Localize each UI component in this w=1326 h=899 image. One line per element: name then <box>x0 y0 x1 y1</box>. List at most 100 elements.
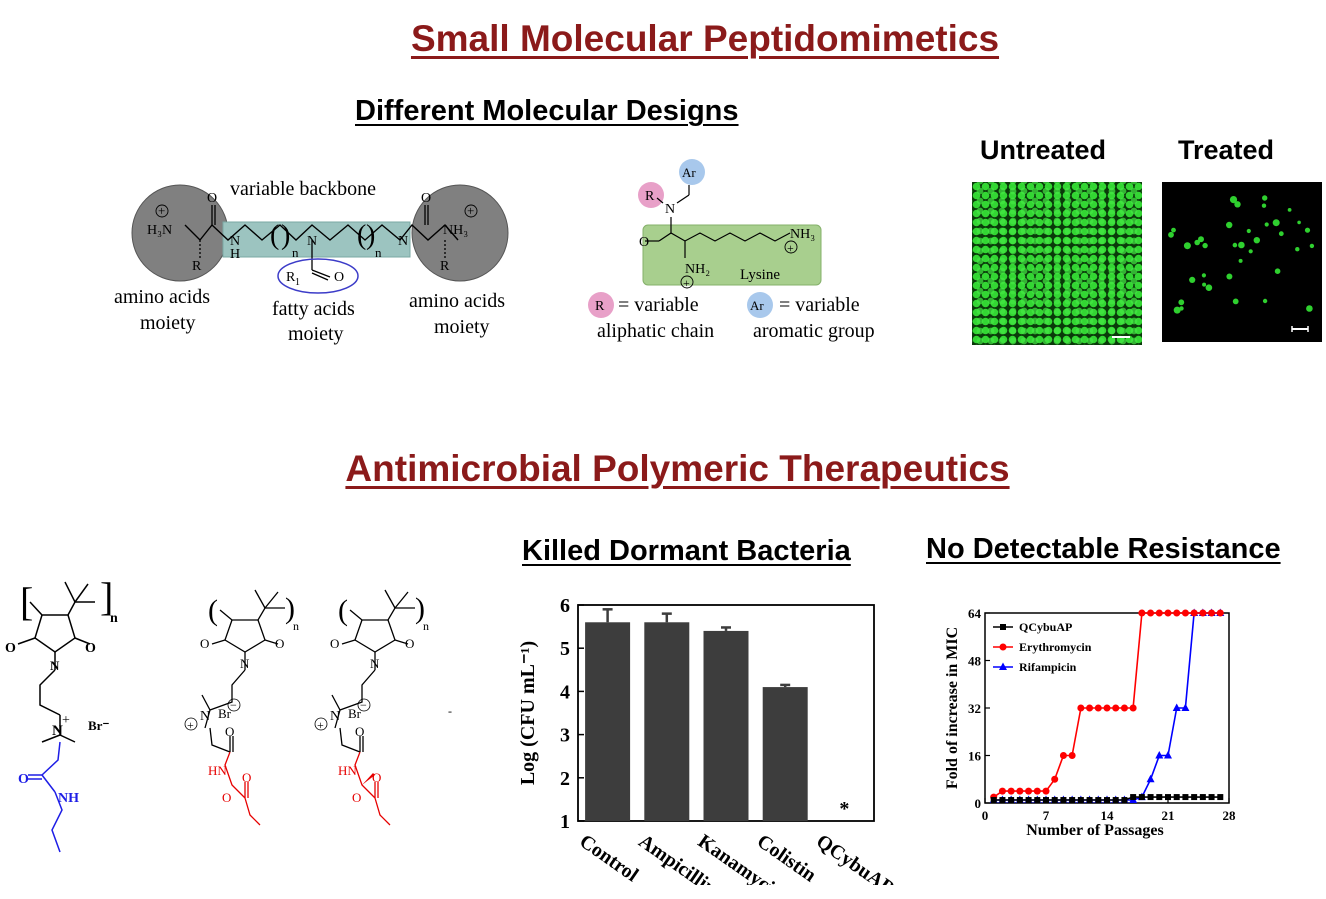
x-tick-label: Control <box>575 830 642 885</box>
data-point <box>1216 609 1224 617</box>
svg-text:(: ( <box>208 594 218 627</box>
svg-text:O: O <box>222 790 231 805</box>
line-chart-title: No Detectable Resistance <box>926 533 1281 565</box>
data-point <box>1095 797 1102 804</box>
data-point <box>1130 794 1137 801</box>
legend-label: QCybuAP <box>1019 620 1072 634</box>
legend-label: Rifampicin <box>1019 660 1077 674</box>
molecule-lysine-diagram: R Ar N O NH₂ + NH₃ + Lysine R = variable… <box>588 159 875 342</box>
x-tick-label: 21 <box>1162 808 1175 823</box>
bacteria-cell <box>1234 201 1241 208</box>
data-point <box>1172 703 1181 711</box>
svg-text:): ) <box>415 592 425 625</box>
y-tick-label: 4 <box>560 681 570 703</box>
svg-text:1: 1 <box>295 277 300 288</box>
data-point <box>1147 794 1154 801</box>
bacteria-cell <box>1306 305 1313 312</box>
polymer-2 <box>201 589 285 729</box>
data-point <box>1120 704 1128 712</box>
data-point <box>1034 797 1041 804</box>
svg-text:N: N <box>330 709 340 724</box>
bar-colistin <box>762 687 808 821</box>
svg-text:O: O <box>242 770 251 785</box>
data-point <box>1016 787 1024 795</box>
ar-badge <box>679 159 705 185</box>
bacteria-cell <box>1278 231 1284 237</box>
svg-text:O: O <box>355 724 364 739</box>
data-point <box>1086 797 1093 804</box>
section-title-polymeric: Antimicrobial Polymeric Therapeutics <box>345 448 1010 489</box>
y-tick-label: 32 <box>968 701 981 716</box>
svg-text:O: O <box>275 636 284 651</box>
data-point <box>1007 787 1015 795</box>
data-point <box>1008 797 1015 804</box>
svg-text:N: N <box>50 658 60 673</box>
y-tick-label: 48 <box>968 654 982 669</box>
bacteria-cell <box>1246 228 1251 234</box>
legend-entry-erythromycin: Erythromycin <box>993 640 1092 654</box>
fatty-acid-ellipse <box>277 258 359 294</box>
bacteria-cell <box>1238 241 1245 249</box>
svg-text:N: N <box>398 234 408 249</box>
svg-text:n: n <box>110 611 118 626</box>
bacteria-cell <box>1194 239 1200 246</box>
data-point <box>1025 787 1033 795</box>
bar-chart: 123456ControlAmpicillinKanamycinColistin… <box>517 595 898 885</box>
section-title-peptidomimetics: Small Molecular Peptidomimetics <box>410 18 1000 59</box>
svg-text:+: + <box>317 718 324 732</box>
nh3-label: NH₃ <box>443 223 468 238</box>
data-point <box>999 797 1006 804</box>
svg-text:R: R <box>286 270 296 285</box>
bacteria-cell <box>1178 299 1185 306</box>
bacteria-cell <box>1287 208 1292 212</box>
svg-text:+: + <box>467 203 474 218</box>
svg-text:R: R <box>595 299 605 314</box>
polymer-3 <box>331 589 415 729</box>
y-axis-label: Log (CFU mL⁻¹) <box>517 641 539 785</box>
bar-chart-title: Killed Dormant Bacteria <box>522 535 851 567</box>
data-point <box>1000 624 1006 630</box>
bacteria-cell <box>1304 227 1311 233</box>
data-point <box>1181 609 1189 617</box>
data-point <box>1068 752 1076 759</box>
data-point <box>1181 703 1190 711</box>
svg-text:+: + <box>158 203 165 218</box>
bacteria-cell <box>1248 249 1253 254</box>
bacteria-cell <box>1274 268 1281 274</box>
svg-text:NH: NH <box>58 791 79 806</box>
bacteria-cell <box>1168 231 1174 238</box>
data-point <box>1156 794 1163 801</box>
svg-text:n: n <box>375 245 382 260</box>
data-point <box>1190 609 1198 617</box>
data-point <box>1191 794 1198 801</box>
bacteria-cell <box>1295 247 1300 252</box>
data-point <box>1165 794 1171 801</box>
significance-marker: * <box>839 798 849 820</box>
data-point <box>1094 704 1102 712</box>
y-tick-label: 16 <box>968 749 982 764</box>
svg-text:O: O <box>200 636 209 651</box>
molecule-lipopeptide-diagram: variable backbone O O H₃N + NH₃ + R R N … <box>114 178 509 345</box>
fatty-acid-label: fatty acids <box>272 298 355 320</box>
svg-text:n: n <box>423 619 429 633</box>
untreated-label: Untreated <box>980 135 1107 165</box>
data-point <box>1199 609 1207 617</box>
svg-text:(: ( <box>270 220 279 251</box>
bacteria-cell <box>1238 258 1243 263</box>
data-point <box>1086 704 1094 712</box>
backbone-chain <box>184 223 459 242</box>
svg-text:moiety: moiety <box>434 316 490 338</box>
svg-text:N: N <box>52 723 63 739</box>
svg-text:O: O <box>334 270 344 285</box>
data-point <box>1043 797 1049 804</box>
svg-text:O: O <box>405 636 414 651</box>
svg-text:+: + <box>62 713 70 728</box>
untreated-microscopy-image <box>972 182 1142 345</box>
svg-text:aromatic group: aromatic group <box>753 320 875 342</box>
data-point <box>998 787 1006 795</box>
svg-text:R: R <box>192 259 202 274</box>
bacteria-cell <box>1201 273 1206 278</box>
svg-text:moiety: moiety <box>288 323 344 345</box>
bar-kanamycin <box>703 630 749 821</box>
